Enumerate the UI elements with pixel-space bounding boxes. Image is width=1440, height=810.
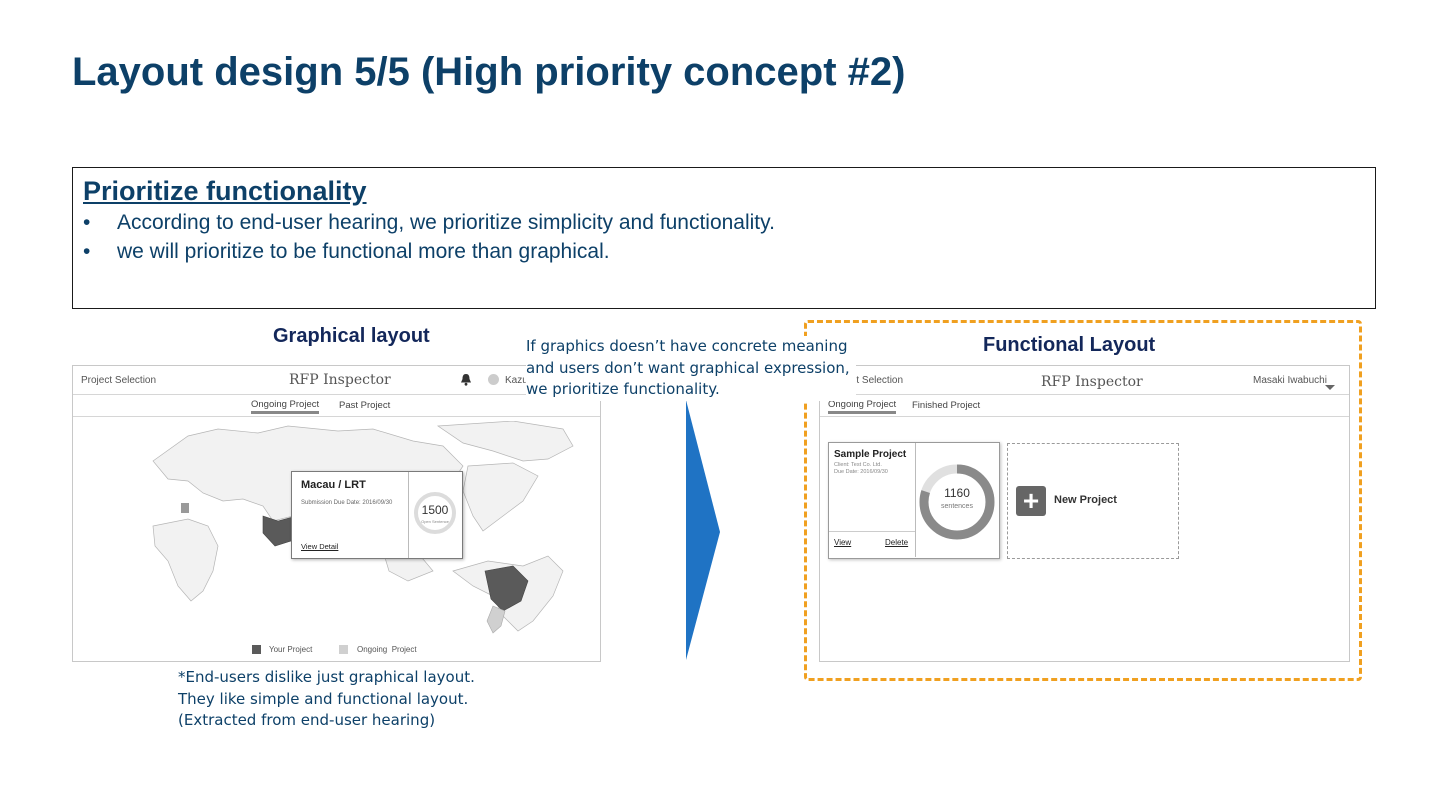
card-footer-line: [829, 531, 915, 532]
mock-tabbar: Ongoing Project Finished Project: [820, 394, 1349, 417]
bullet-text: According to end-user hearing, we priori…: [117, 211, 775, 234]
bullet-dot: •: [83, 211, 91, 234]
summary-bullet: • According to end-user hearing, we prior…: [83, 211, 775, 235]
progress-donut: [919, 464, 995, 540]
bullet-dot: •: [83, 240, 91, 263]
new-project-label: New Project: [1054, 494, 1117, 506]
plus-icon: +: [1016, 486, 1046, 516]
popup-divider: [408, 472, 409, 558]
card-due-date: Due Date: 2016/09/30: [834, 469, 888, 475]
slide-title: Layout design 5/5 (High priority concept…: [72, 50, 906, 94]
popup-title: Macau / LRT: [301, 479, 366, 491]
bullet-text: we will prioritize to be functional more…: [117, 240, 610, 263]
app-title: RFP Inspector: [1041, 374, 1143, 390]
legend-swatch-your-project: [252, 645, 261, 654]
mock-topbar: Project Selection RFP Inspector Kazuaki …: [73, 366, 600, 395]
card-client: Client: Test Co. Ltd.: [834, 462, 882, 468]
card-view-link[interactable]: View: [834, 538, 852, 547]
note-line: They like simple and functional layout.: [178, 689, 469, 708]
mock-topbar: Project Selection RFP Inspector Masaki I…: [820, 366, 1349, 395]
legend-swatch-ongoing-project: [339, 645, 348, 654]
card-title: Sample Project: [834, 449, 907, 460]
tab-ongoing-project[interactable]: Ongoing Project: [828, 399, 897, 414]
card-count: 1160: [944, 486, 970, 500]
nav-project-selection[interactable]: Project Selection: [828, 375, 904, 386]
middle-note: If graphics doesn’t have concrete meanin…: [526, 336, 856, 401]
popup-view-detail-link[interactable]: View Detail: [301, 542, 339, 551]
graphical-note: *End-users dislike just graphical layout…: [178, 667, 475, 732]
avatar-icon: [488, 374, 499, 385]
functional-mockup: Project Selection RFP Inspector Masaki I…: [819, 365, 1350, 662]
popup-count-caption: Open Sentence: [421, 519, 449, 524]
user-name[interactable]: Masaki Iwabuchi: [1253, 375, 1327, 386]
tab-past-project[interactable]: Past Project: [339, 400, 391, 411]
tab-ongoing-project[interactable]: Ongoing Project: [251, 399, 320, 414]
popup-donut: [414, 492, 456, 534]
nav-project-selection[interactable]: Project Selection: [81, 375, 157, 386]
mock-tabbar: Ongoing Project Past Project: [73, 394, 600, 417]
app-title: RFP Inspector: [289, 372, 391, 388]
summary-bullet: • we will prioritize to be functional mor…: [83, 240, 610, 264]
project-popup: Macau / LRT Submission Due Date: 2016/09…: [291, 471, 463, 559]
transition-arrow-icon: [686, 400, 720, 660]
summary-box: Prioritize functionality • According to e…: [72, 167, 1376, 309]
summary-heading: Prioritize functionality: [83, 176, 367, 206]
card-delete-link[interactable]: Delete: [885, 538, 909, 547]
card-divider: [915, 443, 916, 557]
popup-count: 1500: [421, 503, 449, 517]
graphical-layout-label: Graphical layout: [273, 325, 430, 347]
note-line: (Extracted from end-user hearing): [178, 711, 436, 729]
popup-submission: Submission Due Date: 2016/09/30: [301, 500, 393, 506]
tab-finished-project[interactable]: Finished Project: [912, 400, 981, 411]
functional-highlight-frame: [804, 320, 1362, 681]
chevron-down-icon[interactable]: [1325, 378, 1335, 390]
graphical-mockup: Project Selection RFP Inspector Kazuaki …: [72, 365, 601, 662]
new-project-card[interactable]: + New Project: [1007, 443, 1179, 559]
bell-icon[interactable]: [460, 373, 472, 386]
functional-layout-label: Functional Layout: [983, 334, 1156, 356]
card-count-caption: sentences: [941, 503, 973, 510]
legend-ongoing-project: Ongoing Project: [357, 645, 417, 654]
legend-your-project: Your Project: [269, 645, 313, 654]
note-line: *End-users dislike just graphical layout…: [178, 668, 475, 686]
project-card[interactable]: Sample Project Client: Test Co. Ltd. Due…: [828, 442, 1000, 559]
